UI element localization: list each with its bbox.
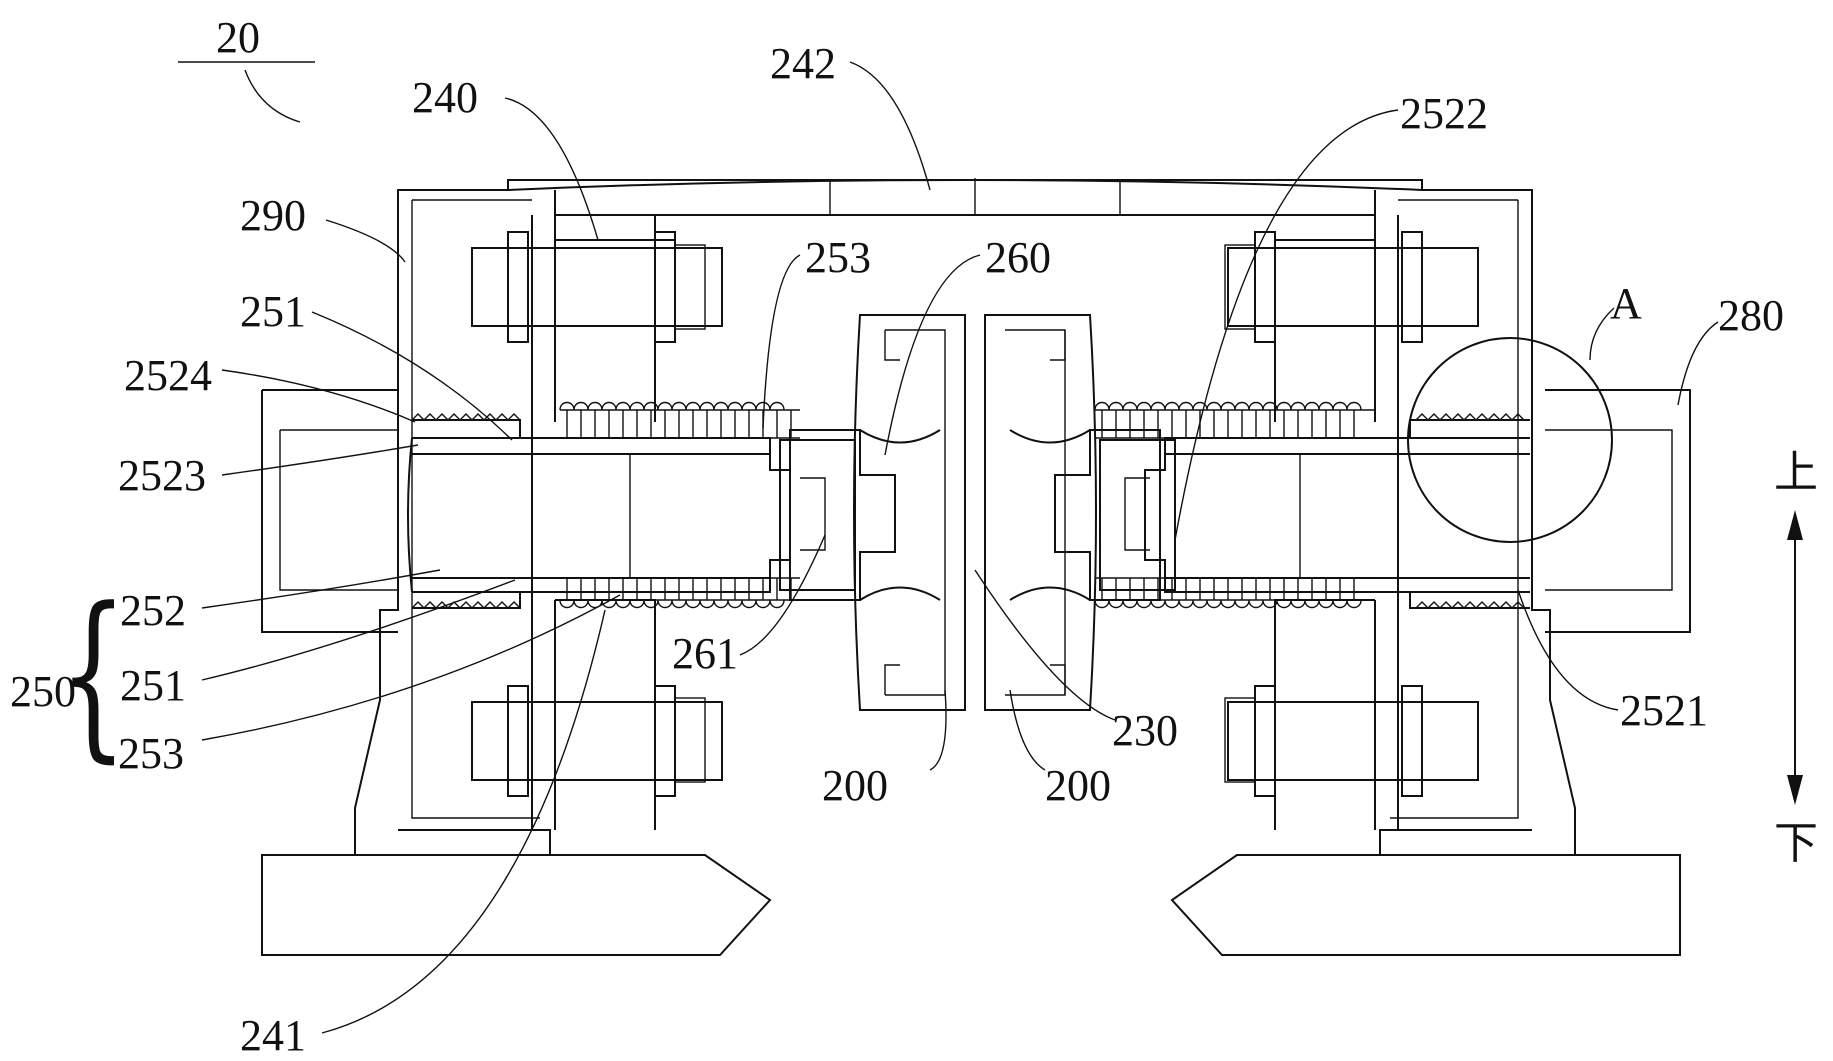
pad-200-right (984, 314, 1097, 711)
detail-circle-A (1407, 337, 1613, 543)
cover-242 (507, 178, 1423, 216)
label-250: 250 (10, 667, 76, 716)
label-241: 241 (240, 1011, 306, 1060)
pad-200-left (853, 314, 966, 711)
spring-253-left-top (559, 401, 800, 439)
direction-arrow (1787, 510, 1803, 805)
label-260: 260 (985, 233, 1051, 282)
label-251-top: 251 (240, 287, 306, 336)
label-2523: 2523 (118, 451, 206, 500)
thread-251-left (411, 413, 521, 609)
leader-lines (178, 61, 1719, 1034)
label-A: A (1610, 279, 1642, 328)
label-2524: 2524 (124, 351, 212, 400)
label-240: 240 (412, 73, 478, 122)
label-200-left: 200 (822, 761, 888, 810)
base-right (1170, 854, 1681, 956)
label-20: 20 (216, 13, 260, 62)
direction-down-label: 下 (1774, 818, 1818, 869)
bolt-right-bottom (1224, 685, 1479, 797)
label-253-top: 253 (805, 233, 871, 282)
label-253-bottom: 253 (118, 729, 184, 778)
spring-253-right-top (1094, 401, 1375, 439)
base-left (261, 854, 772, 956)
label-230: 230 (1112, 706, 1178, 755)
stem-261-right (1099, 439, 1176, 591)
brace-250: { (59, 570, 128, 780)
label-2522: 2522 (1400, 89, 1488, 138)
bracket-280-right (1545, 389, 1691, 633)
shaft-252-right (1144, 419, 1530, 609)
label-200-right: 200 (1045, 761, 1111, 810)
direction-up-label: 上 (1774, 447, 1818, 498)
label-251-bottom: 251 (120, 661, 186, 710)
insert-260-right (1009, 429, 1161, 601)
label-252: 252 (120, 586, 186, 635)
shaft-252-left (407, 419, 791, 609)
label-2521: 2521 (1620, 686, 1708, 735)
bolt-left-top (471, 231, 723, 343)
bolt-left-bottom (471, 685, 723, 797)
bolt-right-top (1224, 231, 1479, 343)
label-242: 242 (770, 39, 836, 88)
label-280: 280 (1718, 291, 1784, 340)
thread-251-right (1415, 413, 1525, 609)
stem-261-left (779, 439, 856, 591)
label-261: 261 (672, 629, 738, 678)
column-240-right (1274, 215, 1399, 830)
insert-260-left (789, 429, 941, 601)
label-290: 290 (240, 191, 306, 240)
bracket-280-left (261, 389, 398, 633)
